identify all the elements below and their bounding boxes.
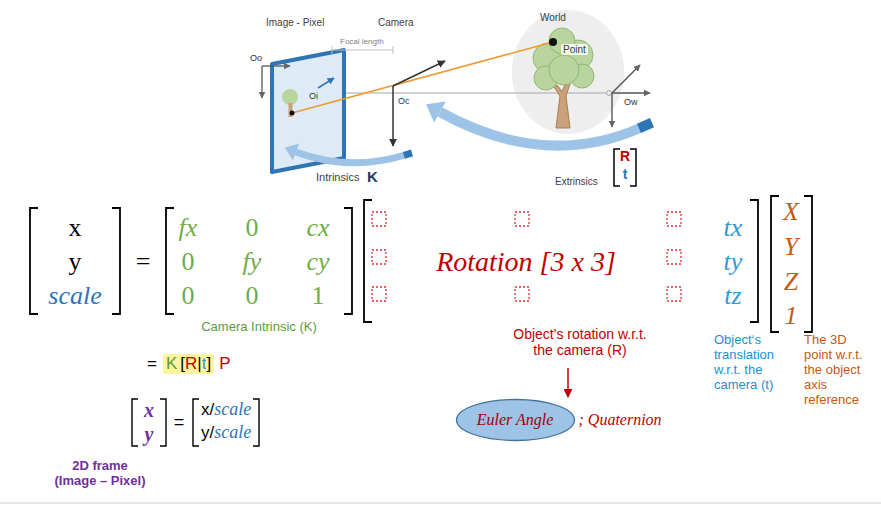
matrix-entry: 1	[312, 281, 325, 311]
focal-length-dimension	[332, 46, 393, 54]
origin-label: Oc	[398, 96, 410, 106]
vector-entry: scale	[214, 422, 251, 443]
vector-entry: 1	[785, 301, 798, 331]
origin-label: Oi	[309, 91, 318, 101]
axis-arrow	[611, 93, 612, 127]
vector-entry: Y	[784, 232, 798, 262]
vector-entry: scale	[48, 281, 101, 311]
matrix-entry: 0	[182, 247, 195, 277]
vector-entry: x	[144, 399, 154, 422]
matrix-entry: 0	[246, 281, 259, 311]
intrinsics-arrow	[285, 144, 299, 161]
matrix-entry: ty	[724, 247, 743, 277]
matrix-caption: Camera Intrinsic (K)	[201, 319, 317, 334]
matrix-symbol: K	[163, 354, 180, 374]
formula-row: x/scale	[201, 399, 251, 420]
matrix-brackets	[30, 149, 812, 446]
matrix-symbol: R	[620, 148, 630, 164]
bracket-symbol: ]	[206, 354, 214, 374]
axis-arrow	[612, 92, 650, 93]
image-tree	[282, 89, 298, 105]
view-label: Image - Pixel	[266, 17, 324, 28]
extrinsics-arrow	[440, 112, 640, 146]
arrow-label: Extrinsics	[555, 176, 598, 187]
view-label: World	[540, 12, 566, 23]
matrix-entry: 0	[246, 213, 259, 243]
placeholder-cells	[372, 212, 681, 301]
annotation: Object‘s translation w.r.t. the camera (…	[714, 332, 786, 392]
bottom-rule	[0, 503, 881, 504]
intrinsics-arrow	[296, 152, 405, 163]
world-point	[549, 38, 557, 46]
tree-figure	[533, 28, 594, 128]
axis-arrow	[612, 65, 640, 93]
world-region	[512, 10, 624, 134]
vector-entry: X	[783, 197, 799, 227]
formula-row: =K[R|t]P	[147, 354, 231, 374]
axis-arrow	[393, 61, 445, 86]
annotation: ; Quaternion	[579, 411, 662, 429]
vector-entry: y/	[201, 423, 214, 443]
ellipse-outline	[456, 400, 574, 441]
extrinsics-arrow	[426, 102, 446, 123]
equals-sign: =	[174, 412, 185, 433]
matrix-block-label: Rotation [3 x 3]	[436, 246, 616, 278]
matrix-symbol: R	[185, 354, 197, 374]
point-symbol: P	[219, 354, 230, 374]
axis-arrow	[392, 86, 394, 146]
leader-arrow	[567, 368, 569, 397]
vector-entry: y	[69, 247, 82, 277]
vector-entry: scale	[214, 399, 251, 420]
matrix-entry: cy	[306, 247, 329, 277]
vector-entry: Z	[784, 267, 798, 297]
matrix-entry: tz	[724, 281, 741, 311]
matrix-entry: fx	[179, 213, 198, 243]
intrinsics-arrow	[404, 153, 412, 156]
equals-sign: =	[136, 247, 151, 277]
axis-arrow	[261, 66, 262, 98]
axis-arrow	[262, 65, 290, 66]
vector-entry: y	[145, 423, 154, 446]
projection-ray	[292, 42, 553, 113]
matrix-symbol: K	[367, 168, 378, 185]
matrix-entry: 0	[182, 281, 195, 311]
frame-caption: 2D frame (Image – Pixel)	[51, 458, 149, 488]
origin-label: Oo	[250, 53, 262, 63]
view-label: Camera	[378, 17, 414, 28]
axis-arrow	[318, 78, 334, 88]
matrix-entry: cx	[306, 213, 329, 243]
matrix-entry: fy	[243, 247, 262, 277]
extrinsics-arrow	[639, 123, 652, 129]
dimension-label: Focal length	[340, 37, 384, 46]
annotation: Object's rotation w.r.t. the camera (R)	[513, 326, 647, 358]
matrix-symbol: t	[623, 166, 628, 182]
image-point	[290, 111, 295, 116]
vector-entry: x/	[201, 400, 214, 420]
ellipse-node: Euler Angle	[455, 398, 576, 442]
annotation: The 3D point w.r.t. the object axis refe…	[804, 332, 874, 407]
point-label: Point	[561, 44, 588, 55]
arrow-label: Intrinsics	[316, 171, 359, 183]
equals-sign: =	[147, 354, 157, 374]
world-origin	[607, 91, 612, 96]
node-text: Euler Angle	[477, 410, 554, 429]
vector-entry: x	[69, 213, 82, 243]
formula-row: y/scale	[201, 422, 251, 443]
matrix-entry: tx	[724, 213, 743, 243]
origin-label: Ow	[624, 97, 638, 107]
